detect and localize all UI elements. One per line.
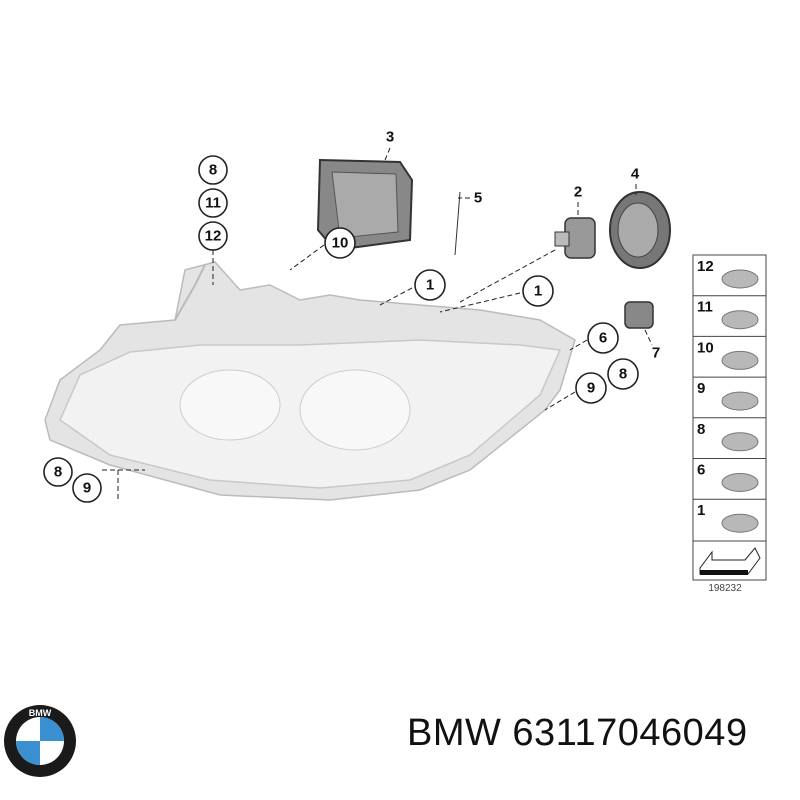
legend-item: 8: [693, 417, 766, 452]
callout-11: 11: [198, 188, 228, 218]
callout-1: 1: [522, 275, 554, 307]
svg-text:BMW: BMW: [29, 708, 52, 718]
legend-label: 8: [697, 421, 705, 438]
screw-icon: [721, 432, 759, 452]
h7-bulb-icon: [721, 513, 759, 533]
arrow-icon: [699, 547, 761, 575]
legend-item: 11: [693, 295, 766, 330]
legend-item: 6: [693, 458, 766, 492]
svg-text:10: 10: [332, 235, 349, 252]
headlight-housing: [44, 261, 576, 501]
bracket-clip-icon: [721, 269, 759, 289]
multi-clip-icon: [721, 310, 759, 330]
legend-item: 12: [697, 258, 759, 289]
bulb-icon: [721, 473, 759, 492]
callout-6: 6: [587, 322, 619, 354]
svg-text:8: 8: [54, 464, 62, 481]
label-2: 2: [574, 184, 582, 201]
legend-label: 12: [697, 258, 714, 275]
socket-part-7: [624, 301, 654, 329]
svg-text:8: 8: [209, 162, 217, 179]
legend-item: 1: [693, 498, 766, 533]
svg-text:8: 8: [619, 366, 627, 383]
legend-label: 1: [697, 502, 705, 519]
label-7: 7: [652, 345, 660, 362]
leader-lines: [102, 147, 653, 500]
parts-legend: 12 11 10 9 8 6 1: [692, 254, 767, 581]
callout-8: 8: [607, 358, 639, 390]
callout-9: 9: [575, 372, 607, 404]
legend-label: 11: [697, 299, 713, 316]
label-5: 5: [474, 190, 482, 207]
callout-8: 8: [198, 155, 228, 185]
cover-cap-part-4: [609, 191, 671, 269]
svg-text:12: 12: [205, 228, 222, 245]
igniter-part-2: [554, 217, 596, 259]
callout-10: 10: [324, 227, 356, 259]
capsule-bulb-icon: [721, 350, 759, 370]
svg-text:1: 1: [426, 277, 434, 294]
callout-12: 12: [198, 221, 228, 251]
legend-label: 6: [697, 462, 705, 479]
part-number: BMW 63117046049: [407, 712, 748, 754]
legend-label: 9: [697, 380, 705, 397]
svg-text:1: 1: [534, 283, 542, 300]
callout-9: 9: [72, 473, 102, 503]
label-4: 4: [631, 166, 640, 183]
legend-label: 10: [697, 339, 714, 356]
callout-1: 1: [414, 269, 446, 301]
svg-text:9: 9: [587, 380, 595, 397]
svg-text:11: 11: [205, 195, 221, 212]
bmw-logo: BMW: [4, 705, 76, 777]
svg-text:9: 9: [83, 480, 91, 497]
legend-item: 10: [693, 335, 766, 370]
spring-nut-icon: [721, 391, 759, 411]
svg-text:6: 6: [599, 330, 607, 347]
legend-item: 9: [693, 376, 766, 411]
label-3: 3: [386, 129, 394, 146]
callout-8: 8: [43, 457, 73, 487]
diagram-number: 198232: [708, 583, 742, 594]
